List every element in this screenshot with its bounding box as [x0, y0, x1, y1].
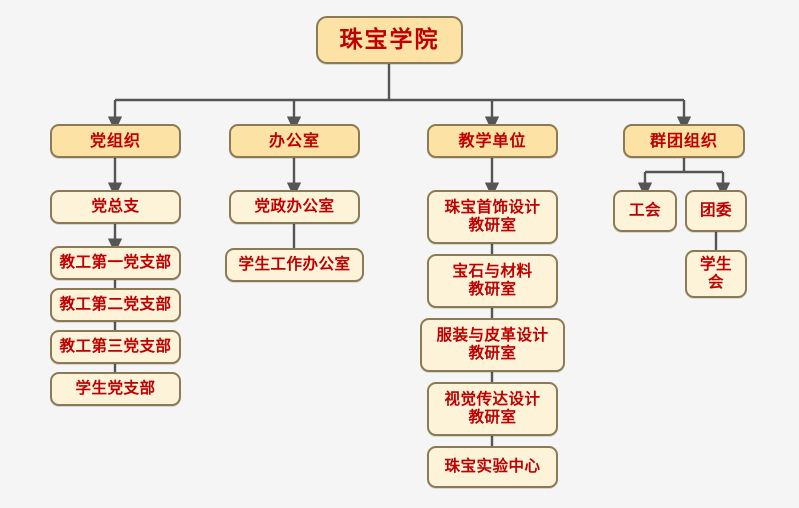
node-root-label: 珠宝学院 — [339, 26, 440, 53]
node-label: 教工第二党支部 — [59, 295, 172, 314]
node-label-line1: 服装与皮革设计 — [436, 326, 549, 345]
node-branch-teaching-head[interactable]: 教学单位 — [427, 124, 558, 158]
node-mass-child-0[interactable]: 工会 — [613, 190, 677, 232]
node-teaching-child-2[interactable]: 服装与皮革设计 教研室 — [420, 318, 565, 372]
node-root[interactable]: 珠宝学院 — [316, 16, 463, 64]
node-label: 珠宝实验中心 — [444, 457, 541, 476]
node-branch-mass-head[interactable]: 群团组织 — [623, 124, 745, 158]
node-label: 教学单位 — [458, 130, 527, 150]
node-office-child-1[interactable]: 学生工作办公室 — [225, 248, 364, 282]
node-label: 党组织 — [89, 130, 141, 150]
node-label: 办公室 — [268, 130, 320, 150]
node-label: 工会 — [628, 201, 661, 220]
node-label: 教工第一党支部 — [59, 253, 172, 272]
node-label-line2: 教研室 — [468, 280, 517, 298]
node-label-line1: 视觉传达设计 — [444, 390, 541, 409]
node-label: 学生党支部 — [75, 379, 156, 398]
node-label: 群团组织 — [649, 130, 718, 150]
node-teaching-child-1[interactable]: 宝石与材料 教研室 — [427, 254, 558, 308]
node-label: 珠宝首饰设计 教研室 — [429, 198, 556, 235]
node-branch-office-head[interactable]: 办公室 — [229, 124, 360, 158]
node-label-line1: 学生 — [699, 255, 732, 274]
node-label: 学生工作办公室 — [238, 255, 351, 274]
node-label: 党总支 — [91, 197, 140, 216]
node-party-child-2[interactable]: 教工第二党支部 — [50, 288, 181, 322]
node-mass-grandchild-0[interactable]: 学生 会 — [685, 250, 747, 298]
node-label-line1: 宝石与材料 — [452, 262, 533, 281]
node-label: 视觉传达设计 教研室 — [429, 390, 556, 427]
node-teaching-child-4[interactable]: 珠宝实验中心 — [427, 446, 558, 488]
node-teaching-child-3[interactable]: 视觉传达设计 教研室 — [427, 382, 558, 436]
node-label: 学生 会 — [687, 255, 745, 292]
node-label: 服装与皮革设计 教研室 — [422, 326, 563, 363]
node-label-line2: 教研室 — [468, 408, 517, 426]
node-label-line2: 教研室 — [468, 216, 517, 234]
node-label: 团委 — [699, 201, 732, 220]
node-label-line2: 教研室 — [468, 344, 517, 362]
node-party-child-1[interactable]: 教工第一党支部 — [50, 246, 181, 280]
node-label: 党政办公室 — [254, 197, 335, 216]
node-mass-child-1[interactable]: 团委 — [685, 190, 747, 232]
node-party-child-4[interactable]: 学生党支部 — [50, 372, 181, 406]
node-teaching-child-0[interactable]: 珠宝首饰设计 教研室 — [427, 190, 558, 244]
node-party-child-3[interactable]: 教工第三党支部 — [50, 330, 181, 364]
node-label: 宝石与材料 教研室 — [429, 262, 556, 299]
node-label-line2: 会 — [707, 273, 724, 291]
node-office-child-0[interactable]: 党政办公室 — [229, 190, 360, 224]
node-label-line1: 珠宝首饰设计 — [444, 198, 541, 217]
node-branch-party-head[interactable]: 党组织 — [50, 124, 181, 158]
node-label: 教工第三党支部 — [59, 337, 172, 356]
node-party-child-0[interactable]: 党总支 — [50, 190, 181, 224]
